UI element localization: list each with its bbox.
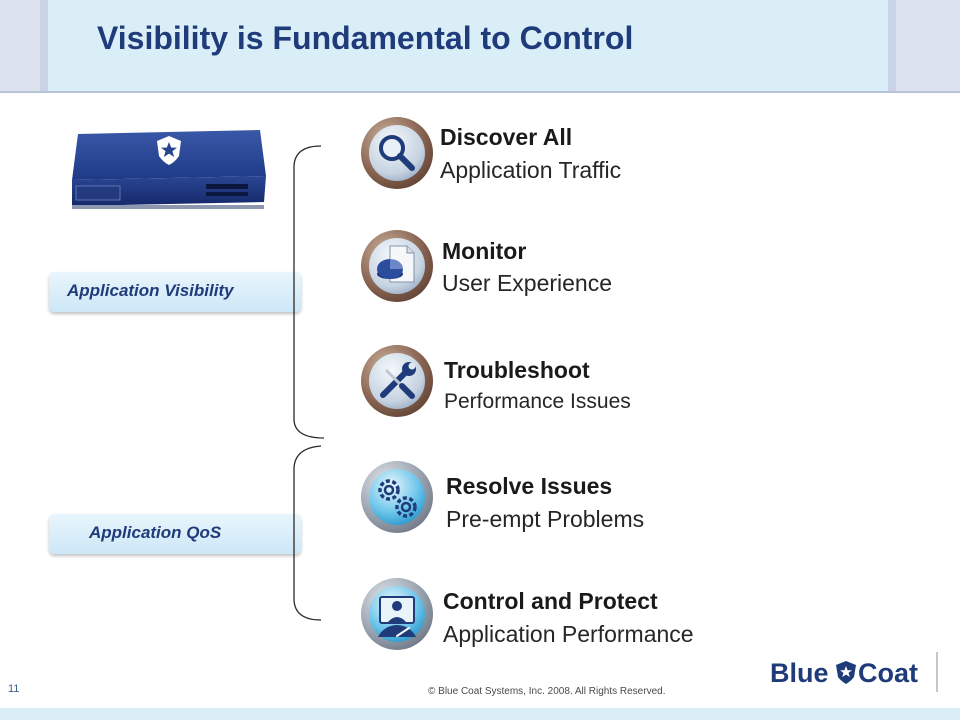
speedometer-icon	[361, 578, 433, 650]
item-title: Control and Protect	[443, 588, 658, 614]
item-subtitle: Application Traffic	[440, 157, 622, 183]
logo-text-right: Coat	[858, 658, 918, 688]
pie-chart-document-icon	[361, 230, 433, 302]
bluecoat-logo: Blue Coat	[770, 658, 918, 688]
slide-title: Visibility is Fundamental to Control	[97, 20, 634, 56]
logo-text-left: Blue	[770, 658, 829, 688]
gears-icon	[361, 461, 433, 533]
header-stripe	[0, 0, 40, 92]
header-stripe	[896, 0, 960, 92]
item-subtitle: Application Performance	[443, 621, 694, 647]
group-brackets	[293, 145, 325, 621]
copyright-notice: © Blue Coat Systems, Inc. 2008. All Righ…	[428, 686, 666, 697]
group-pill-application-qos: Application QoS	[49, 514, 301, 554]
group-label: Application Visibility	[67, 281, 234, 300]
item-title: Monitor	[442, 238, 527, 264]
item-title: Troubleshoot	[444, 357, 590, 383]
page-number: 11	[8, 683, 20, 695]
wrench-screwdriver-icon	[361, 345, 433, 417]
appliance-device-icon	[72, 130, 266, 209]
header-band	[0, 0, 960, 92]
item-title: Resolve Issues	[446, 473, 613, 499]
magnifier-icon	[361, 117, 433, 189]
footer-band	[0, 708, 960, 720]
header-divider	[0, 91, 960, 93]
group-pill-application-visibility: Application Visibility	[49, 272, 301, 312]
logo-divider	[936, 652, 938, 692]
header-stripe	[888, 0, 896, 92]
item-title: Discover All	[440, 124, 573, 150]
group-label: Application QoS	[89, 523, 222, 542]
header-stripe	[40, 0, 48, 92]
item-subtitle: Pre-empt Problems	[446, 506, 645, 532]
item-subtitle: Performance Issues	[444, 390, 631, 413]
item-subtitle: User Experience	[442, 270, 613, 296]
